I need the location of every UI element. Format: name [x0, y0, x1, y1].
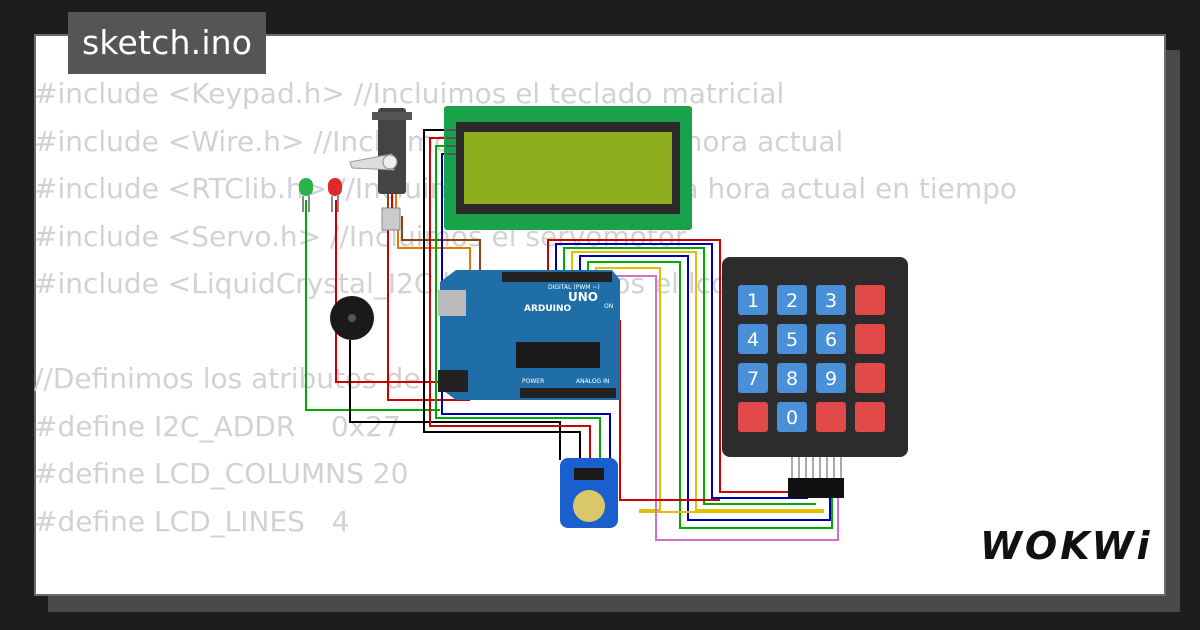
keypad-key-face [816, 402, 846, 432]
keypad-key-4[interactable]: 4 [738, 324, 768, 354]
code-line: #define LCD_LINES 4 [34, 504, 350, 538]
keypad-key-label: 8 [786, 368, 798, 390]
keypad-key-1[interactable]: 1 [738, 285, 768, 315]
keypad-key-label: 3 [825, 290, 837, 312]
keypad-key-function[interactable] [855, 285, 885, 315]
keypad-key-face [855, 363, 885, 393]
keypad-key-function[interactable] [855, 402, 885, 432]
rtc-module[interactable] [560, 458, 618, 528]
keypad-key-9[interactable]: 9 [816, 363, 846, 393]
keypad-key-label: 0 [786, 407, 798, 429]
servo-connector [381, 207, 401, 231]
led-red-lens [328, 178, 342, 196]
keypad-key-face [816, 285, 846, 315]
keypad-key-8[interactable]: 8 [777, 363, 807, 393]
lcd-screen [464, 132, 672, 204]
code-line: #define LCD_COLUMNS 20 [34, 457, 409, 490]
keypad-key-label: 6 [825, 329, 837, 351]
servo-tab [372, 112, 412, 120]
arduino-uno-board[interactable]: ARDUINO UNO DIGITAL (PWM ~) ANALOG IN PO… [438, 270, 620, 400]
keypad-key-face [816, 324, 846, 354]
keypad-key-6[interactable]: 6 [816, 324, 846, 354]
keypad-key-face [777, 363, 807, 393]
keypad-ribbon [791, 457, 842, 478]
keypad-key-face [777, 324, 807, 354]
lcd-display[interactable] [444, 106, 692, 230]
keypad-key-0[interactable]: 0 [777, 402, 807, 432]
wokwi-logo: WOKWi [976, 524, 1157, 568]
keypad-key-face [855, 402, 885, 432]
led-red[interactable] [328, 178, 342, 212]
led-green-lens [299, 178, 313, 196]
keypad-4x4[interactable]: 1 2 3 4 5 6 7 8 9 0 [722, 257, 908, 498]
keypad-key-label: 9 [825, 368, 837, 390]
keypad-key-face [777, 402, 807, 432]
usb-port [438, 290, 466, 316]
atmega-chip [516, 342, 600, 368]
keypad-key-face [738, 285, 768, 315]
keypad-key-7[interactable]: 7 [738, 363, 768, 393]
digital-header [502, 272, 612, 282]
code-line: #define I2C_ADDR 0x27 [34, 409, 401, 443]
code-line: #include <Keypad.h> //Incluimos el tecla… [34, 77, 785, 110]
servo-motor[interactable] [349, 108, 412, 231]
keypad-key-function[interactable] [816, 402, 846, 432]
keypad-key-2[interactable]: 2 [777, 285, 807, 315]
keypad-key-label: 4 [747, 329, 759, 351]
led-green[interactable] [299, 178, 313, 212]
rtc-battery [573, 490, 605, 522]
keypad-key-face [855, 324, 885, 354]
power-jack [438, 370, 468, 392]
keypad-key-face [855, 285, 885, 315]
analog-header [520, 388, 616, 398]
file-tab[interactable]: sketch.ino [68, 12, 267, 74]
analog-label: ANALOG IN [576, 378, 609, 385]
keypad-key-label: 1 [747, 290, 759, 312]
keypad-key-label: 7 [747, 368, 759, 390]
servo-wires [387, 194, 397, 208]
keypad-key-face [816, 363, 846, 393]
keypad-key-face [738, 324, 768, 354]
rtc-chip [574, 468, 604, 480]
lcd-pins [446, 129, 456, 155]
keypad-key-label: 5 [786, 329, 798, 351]
keypad-connector [788, 478, 844, 498]
arduino-brand: ARDUINO [524, 304, 572, 314]
keypad-key-face [738, 402, 768, 432]
keypad-key-function[interactable] [855, 363, 885, 393]
servo-body [378, 108, 406, 194]
keypad-key-face [738, 363, 768, 393]
on-label: ON [604, 303, 613, 310]
servo-shaft [382, 154, 398, 170]
digital-label: DIGITAL (PWM ~) [548, 284, 600, 291]
buzzer[interactable] [330, 296, 374, 340]
buzzer-hole [348, 314, 356, 322]
arduino-model: UNO [568, 290, 598, 304]
keypad-key-3[interactable]: 3 [816, 285, 846, 315]
keypad-key-function[interactable] [855, 324, 885, 354]
keypad-key-function[interactable] [738, 402, 768, 432]
keypad-key-5[interactable]: 5 [777, 324, 807, 354]
code-preview: #include <Keypad.h> //Incluimos el tecla… [34, 70, 1017, 545]
keypad-key-label: 2 [786, 290, 798, 312]
servo-horn [349, 153, 395, 171]
keypad-key-face [777, 285, 807, 315]
power-label: POWER [522, 378, 544, 385]
